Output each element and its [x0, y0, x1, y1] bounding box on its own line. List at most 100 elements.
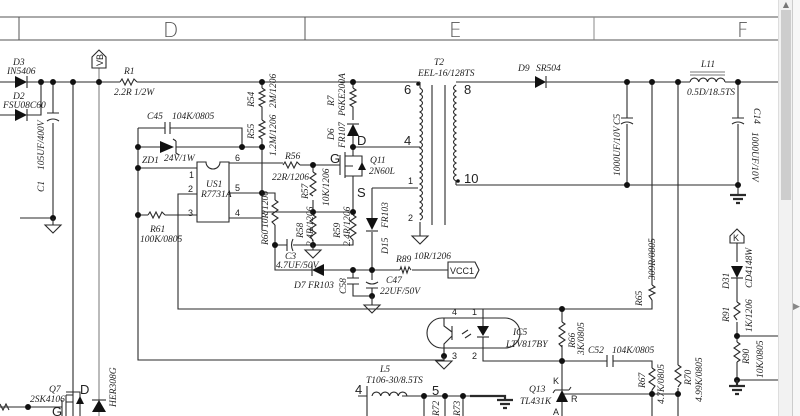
label-labels-d5v: HER308G: [109, 367, 119, 408]
label-pins-l5-1: 5: [432, 383, 439, 398]
label-labels-r70: R70: [684, 369, 694, 386]
label-labels-r66: R66: [568, 332, 578, 349]
label-labels-q11: Q11: [370, 156, 386, 166]
label-labels-d3: D3: [12, 58, 25, 68]
label-labels-r90v: 10K/0805: [756, 340, 766, 378]
label-pins-us1-5: 6: [235, 153, 240, 163]
label-labels-r67v: 4.7K/0805: [657, 364, 667, 404]
expand-right-arrow-icon[interactable]: ▶: [793, 302, 800, 312]
l11-inductor: [689, 71, 726, 83]
capacitors: [46, 112, 745, 367]
label-labels-r57: R57: [301, 182, 311, 200]
label-pins-ic5-3: 2: [472, 351, 477, 361]
vertical-scrollbar[interactable]: ▲: [778, 0, 793, 416]
label-labels-d31v: CD4148W: [745, 247, 755, 288]
label-labels-r89v: 10R/1206: [414, 252, 451, 262]
label-labels-ic5: IC5: [512, 328, 528, 338]
label-pins-q11-0: G: [330, 151, 340, 166]
label-labels-r1v: 2.2R 1/2W: [114, 88, 155, 98]
label-labels-r67: R67: [638, 371, 648, 389]
column-label-f: F: [737, 18, 749, 42]
label-pins-t2-3: 2: [408, 213, 413, 223]
l5-inductor: 4 5: [355, 382, 439, 416]
scroll-up-arrow-icon[interactable]: ▲: [782, 0, 790, 9]
label-labels-r7: R7: [327, 94, 337, 107]
label-labels-d6: D6: [327, 128, 337, 141]
label-labels-d9: D9: [517, 64, 530, 74]
ic5-optocoupler: 4 1 3 2: [426, 307, 521, 361]
q11-mosfet: G D S: [330, 133, 366, 200]
label-labels-q7v: 2SK4106: [30, 395, 65, 405]
label-labels-ic5v: LTV817BY: [505, 340, 549, 350]
label-labels-r54v: 2M/1206: [269, 73, 279, 108]
side-panel-toggle[interactable]: ▶: [792, 0, 800, 416]
label-labels-d15v: FR103: [381, 202, 391, 229]
label-labels-d9v: SR504: [536, 64, 561, 74]
label-labels-r1: R1: [123, 67, 135, 77]
label-labels-r72: R72: [432, 400, 442, 416]
label-pins-ic5-0: 4: [452, 307, 457, 317]
label-labels-r66v: 3K/0805: [577, 322, 587, 356]
label-labels-r89: R89: [395, 255, 412, 265]
vcc1-port-label: VCC1: [450, 266, 474, 276]
label-labels-r55v: 1.2M/1206: [269, 114, 279, 156]
label-pins-us1-0: 1: [189, 170, 194, 180]
label-pins-q13-2: R: [571, 394, 578, 404]
label-labels-l5v: T106-30/8.5TS: [366, 376, 423, 386]
label-labels-d7: D7 FR103: [293, 281, 334, 291]
label-labels-c3v: 4.7UF/50V: [276, 261, 320, 271]
label-labels-r54: R54: [247, 91, 257, 108]
label-labels-q11v: 2N60L: [369, 167, 395, 177]
label-labels-c14v: 1000UF/10V: [749, 132, 759, 183]
label-labels-r60: R60: [261, 229, 271, 246]
label-labels-r70v: 4.99K/0805: [695, 357, 705, 402]
label-labels-c58: C58: [339, 278, 349, 294]
label-pins-us1-4: 5: [235, 183, 240, 193]
label-labels-d2: D2: [12, 92, 25, 102]
label-labels-c52v: 104K/0805: [612, 346, 654, 356]
label-labels-c5v: 1000UF/10V: [613, 125, 623, 176]
label-pins-t2-2: 1: [408, 176, 413, 186]
label-labels-us1v: R7731A: [200, 190, 232, 200]
label-labels-c14: C14: [751, 108, 761, 124]
ground-symbols: [43, 193, 746, 410]
label-labels-r73: R73: [453, 400, 463, 416]
label-labels-r65v: 309R/0805: [648, 238, 658, 281]
label-labels-c1: C1: [37, 181, 47, 192]
label-labels-r7v: P6KE200A: [338, 73, 348, 117]
label-labels-c1v: 105UF/400V: [37, 119, 47, 170]
label-labels-d2v: FSU08C60: [2, 101, 46, 111]
label-labels-r61v: 100K/0805: [140, 235, 182, 245]
label-pins-q13-0: K: [553, 376, 559, 386]
label-pins-q13-1: A: [553, 407, 559, 416]
label-pins-q7-1: G: [52, 404, 62, 416]
label-pins-q7-0: D: [80, 382, 89, 397]
label-labels-c45v: 104K/0805: [172, 112, 214, 122]
q7-mosfet: D G: [52, 382, 89, 416]
label-labels-c47: C47: [386, 276, 403, 286]
label-pins-q11-2: S: [357, 185, 366, 200]
label-labels-r61: R61: [149, 225, 165, 235]
label-pins-q11-1: D: [357, 133, 366, 148]
column-label-d: D: [163, 18, 178, 42]
label-labels-r56v: 22R/1206: [272, 173, 309, 183]
label-pins-ic5-2: 3: [452, 351, 457, 361]
label-labels-d3v: IN5406: [6, 67, 36, 77]
label-labels-r65: R65: [635, 290, 645, 307]
label-labels-c5: C5: [613, 114, 623, 125]
wires: [0, 68, 778, 416]
label-labels-r90: R90: [742, 348, 752, 365]
label-labels-zd1: ZD1: [142, 156, 159, 166]
resistors: [0, 77, 741, 412]
label-labels-us1: US1: [206, 180, 222, 190]
vb-port-label: VB: [95, 54, 105, 66]
label-labels-r55: R55: [247, 123, 257, 140]
scrollbar-thumb[interactable]: [781, 10, 791, 200]
label-labels-q13: Q13: [529, 385, 546, 395]
column-header: D E F: [0, 16, 778, 42]
label-labels-r60v: 10R/1206: [261, 191, 271, 228]
label-labels-t2v: EEL-16/128TS: [417, 69, 475, 79]
label-labels-c45: C45: [147, 112, 163, 122]
